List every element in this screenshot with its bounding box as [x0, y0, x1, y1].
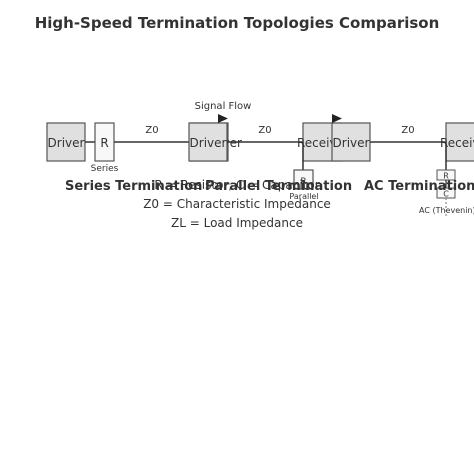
parallel-signal-arrow-icon	[218, 114, 228, 123]
ac-receiver-box	[445, 122, 474, 162]
parallel-resistor-label: R	[300, 177, 306, 187]
ac-driver-label: Driver	[333, 136, 370, 150]
series-driver-label: Driver	[48, 136, 85, 150]
parallel-heading: Parallel Termination	[205, 179, 352, 194]
diagram-title: High-Speed Termination Topologies Compar…	[34, 14, 440, 32]
series-resistor-label: R	[100, 136, 108, 150]
parallel-resistor-caption: Parallel	[289, 192, 318, 201]
ac-caption: AC (Thevenin)	[419, 206, 474, 215]
parallel-driver-label: Driver	[190, 136, 227, 150]
legend-line-3: ZL = Load Impedance	[171, 216, 303, 230]
parallel-z0-label: Z0	[258, 125, 271, 136]
ac-termination: Driver Z0 Receiver R C AC (Thevenin)	[331, 114, 474, 216]
ac-receiver-label: Receiver	[440, 136, 474, 150]
parallel-resistor	[293, 169, 314, 190]
series-heading: Series Termination	[65, 179, 202, 194]
legend-line-2: Z0 = Characteristic Impedance	[143, 197, 331, 211]
ac-resistor-label: R	[443, 172, 449, 181]
legend-line-1: R = Resistor, C = Capacitor	[154, 178, 320, 192]
series-resistor-caption: Series	[91, 164, 119, 174]
ac-heading: AC Termination	[364, 179, 474, 194]
signal-flow-label: Signal Flow	[195, 101, 252, 112]
ac-signal-arrow-icon	[332, 114, 342, 123]
ac-capacitor-label: C	[443, 190, 449, 199]
series-z0-label: Z0	[145, 125, 158, 136]
ac-z0-label: Z0	[401, 125, 414, 136]
